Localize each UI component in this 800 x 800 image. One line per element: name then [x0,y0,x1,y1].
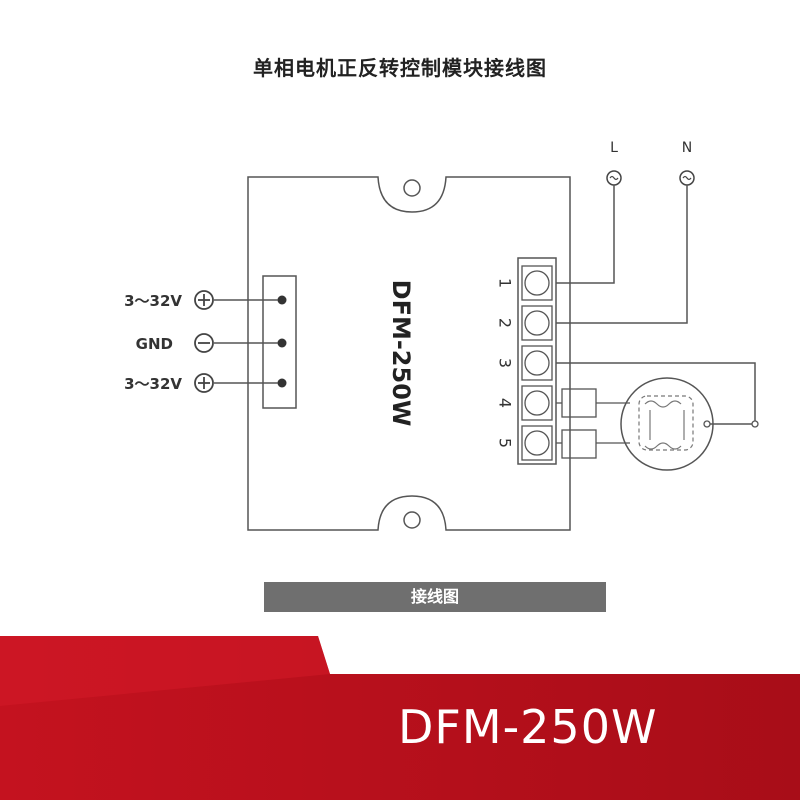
banner-highlight [0,636,330,706]
terminal-5 [521,425,553,461]
motor-lead-4 [561,388,597,418]
ac-source-icon [679,170,695,186]
terminal-number: 2 [496,318,515,328]
mounting-hole-top [403,179,421,197]
terminal-number: 3 [496,358,515,368]
power-label: GND [136,335,173,353]
terminal-3 [521,345,553,381]
wire-l [556,185,615,284]
terminal-number: 4 [496,398,515,408]
mains-n-label: N [682,140,692,156]
power-pin [277,338,287,348]
wiring-diagram: DFM-250W 3～32V GND 3～32V [124,140,759,531]
mains-l-label: L [610,140,618,156]
page-title: 单相电机正反转控制模块接线图 [253,56,547,80]
wire-node [703,420,711,428]
module-label: DFM-250W [387,280,415,427]
terminal-1 [521,265,553,301]
terminal-number: 1 [496,278,515,288]
power-connector [262,275,297,409]
ac-source-icon [606,170,622,186]
terminal-number: 5 [496,438,515,448]
minus-symbol-icon [194,333,214,353]
power-pin [277,378,287,388]
terminal-block [517,257,557,465]
power-label: 3～32V [124,375,182,393]
wire-3 [556,362,756,422]
brand-banner [0,636,800,800]
wire-node [751,420,759,428]
power-label: 3～32V [124,292,182,310]
plus-symbol-icon [194,373,214,393]
terminal-4 [521,385,553,421]
plus-symbol-icon [194,290,214,310]
mounting-hole-bottom [403,511,421,529]
power-pin [277,295,287,305]
module-outline [247,176,571,531]
wire-n [556,185,688,324]
terminal-2 [521,305,553,341]
motor-lead-5 [561,429,597,459]
caption-bar: 接线图 [264,582,606,612]
motor-icon [620,377,714,471]
banner-product-name: DFM-250W [398,700,658,754]
